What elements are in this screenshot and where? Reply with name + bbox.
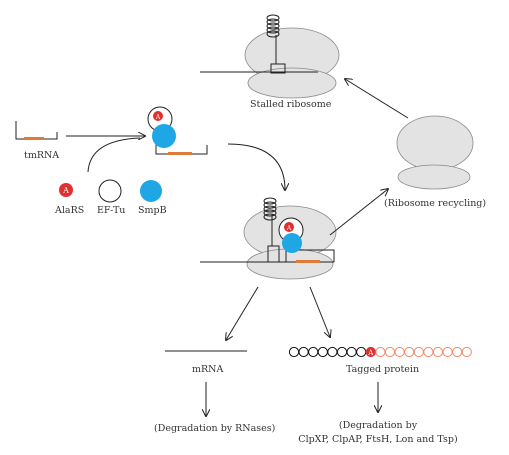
tagged-protein-chain: A	[288, 346, 472, 358]
recycled-small-subunit	[397, 164, 471, 190]
protein-residue	[346, 346, 357, 358]
arrow-to-tagged-protein	[309, 286, 330, 337]
ribosome-small-subunit	[246, 248, 334, 280]
ribosome-recycling: (Ribosome recycling)	[384, 115, 486, 209]
eftu-label: EF-Tu	[97, 205, 125, 216]
tag-residue	[375, 346, 386, 358]
ribosome-alanine-icon	[284, 222, 294, 232]
protein-residue	[288, 346, 300, 358]
tag-residue	[423, 346, 434, 358]
ribosome-smpb-icon	[282, 233, 302, 253]
tagged-protein-label: Tagged protein	[346, 364, 419, 375]
factor-legend: A AlaRS EF-Tu SmpB	[54, 179, 167, 216]
arrow-to-mrna	[226, 286, 259, 340]
tag-residue	[384, 346, 396, 358]
alars-label: AlaRS	[54, 205, 84, 216]
protein-residue	[356, 346, 367, 358]
mrna-product: mRNA (Degradation by RNases)	[154, 350, 275, 434]
stalled-codon-box	[270, 63, 286, 74]
protein-residue	[317, 346, 328, 358]
complex-smpb-icon	[152, 124, 176, 148]
tmrna: tmRNA	[15, 121, 59, 161]
protein-residue	[308, 346, 319, 358]
arrow-factors-join	[87, 137, 141, 173]
alars-icon	[59, 183, 73, 197]
alanine-residue-letter: A	[367, 349, 374, 357]
arrow-complex-to-recycling	[329, 189, 388, 236]
tmrna-label: tmRNA	[24, 150, 59, 161]
ribosome-alanine-letter: A	[286, 225, 292, 232]
tag-residue	[452, 346, 463, 358]
tag-residue	[413, 346, 424, 358]
complex-alanine-letter: A	[155, 114, 161, 121]
mrna-label: mRNA	[192, 364, 223, 375]
ribosome-tmrna-molecule	[285, 247, 335, 263]
stalled-ribosome-small-subunit	[247, 67, 337, 99]
tag-residue	[432, 346, 444, 358]
tmrna-ribosome-complex: A	[200, 197, 337, 280]
ribosome-codon-box	[267, 245, 280, 263]
alars-icon-letter: A	[62, 186, 69, 195]
stalled-ribosome: Stalled ribosome	[200, 14, 340, 110]
tagged-protein-product: A Tagged protein (Degradation by ClpXP, …	[288, 346, 472, 445]
ribosome-recycling-label: (Ribosome recycling)	[384, 198, 486, 209]
complex-alanine-icon	[153, 111, 163, 121]
eftu-icon	[98, 179, 122, 203]
tag-residue	[404, 346, 415, 358]
smpb-label: SmpB	[138, 205, 167, 216]
tag-residue	[394, 346, 405, 358]
protein-degradation-label-2: ClpXP, ClpAP, FtsH, Lon and Tsp)	[298, 434, 457, 445]
protein-degradation-label-1: (Degradation by	[339, 420, 418, 431]
ribosome-nascent-peptide-coil	[263, 197, 277, 221]
tmrna-complex: A	[147, 106, 208, 155]
protein-residue	[327, 346, 338, 358]
mrna-degradation-label: (Degradation by RNases)	[154, 423, 275, 434]
arrow-complex-to-ribosome	[227, 143, 285, 190]
arrow-recycling-to-stalled	[345, 79, 409, 119]
smpb-icon	[140, 180, 162, 202]
stalled-nascent-peptide-coil	[266, 14, 280, 38]
stalled-ribosome-label: Stalled ribosome	[250, 99, 332, 110]
tag-residue	[461, 346, 472, 358]
recycled-large-subunit	[396, 115, 474, 171]
tag-residue	[442, 346, 453, 358]
protein-residue	[336, 346, 348, 358]
protein-residue	[298, 346, 309, 358]
tmrna-molecule	[15, 121, 58, 140]
